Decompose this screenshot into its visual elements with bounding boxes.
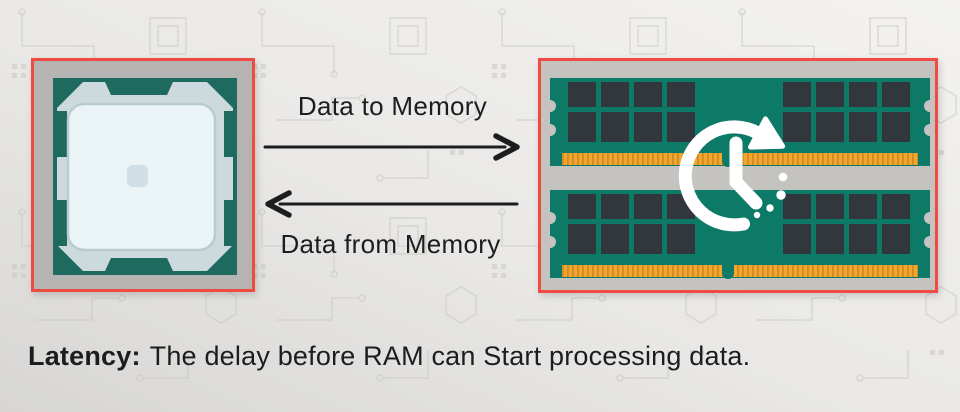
cpu-chip-icon xyxy=(53,78,237,275)
latency-caption: Latency: The delay before RAM can Start p… xyxy=(28,341,750,372)
ram-stick-bottom xyxy=(544,190,935,279)
clock-refresh-icon xyxy=(678,116,788,232)
ram-modules-icon xyxy=(541,61,935,290)
cpu-die-center xyxy=(127,165,148,187)
arrow-from-memory-icon xyxy=(265,190,519,218)
arrow-to-memory-icon xyxy=(263,133,520,161)
caption-term: Latency: xyxy=(28,341,141,371)
caption-definition: The delay before RAM can Start processin… xyxy=(149,341,751,371)
data-flow-arrows xyxy=(263,133,520,218)
label-data-to-memory: Data to Memory xyxy=(297,91,488,121)
label-data-from-memory: Data from Memory xyxy=(280,229,501,259)
ram-panel xyxy=(538,58,938,293)
cpu-panel xyxy=(31,58,255,292)
